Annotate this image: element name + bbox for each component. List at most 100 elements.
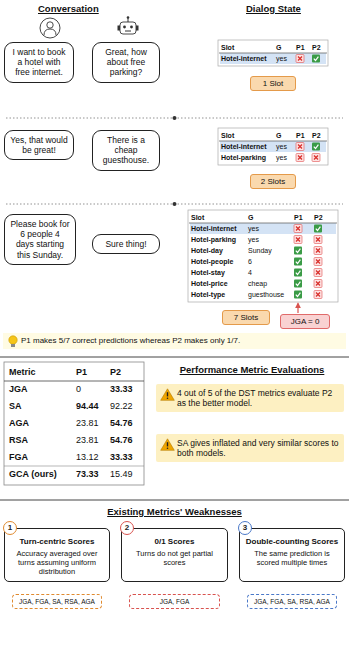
- node-text: 0/1 Scores: [126, 537, 223, 547]
- weakness-box: Turn-centric ScoresAccuracy averaged ove…: [4, 528, 110, 582]
- table-header: P2: [110, 367, 121, 377]
- wrong-mark: [314, 291, 322, 299]
- table-header: P2: [314, 214, 323, 222]
- table-cell: 94.44: [76, 401, 99, 411]
- table-header: P1: [76, 367, 87, 377]
- table-cell: yes: [276, 143, 287, 151]
- node-body: The same prediction is scored multiple t…: [244, 549, 340, 567]
- warning-mark: [167, 442, 168, 446]
- warning-icon: [160, 388, 175, 401]
- table-frame: [188, 210, 338, 302]
- table-frame: [4, 362, 144, 485]
- wrong-mark: [314, 247, 322, 255]
- bot-bubble: Sure thing!: [92, 234, 160, 254]
- row-rule: [4, 466, 144, 467]
- section-heading: Conversation: [38, 3, 99, 14]
- warning-box: SA gives inflated and very similar score…: [156, 434, 344, 462]
- wrong-mark: [312, 154, 320, 162]
- table-cell: Hotel-people: [191, 258, 233, 266]
- node-text: Sure thing!: [98, 239, 154, 249]
- section-heading: Performance Metric Evaluations: [160, 364, 344, 375]
- node-text: There is a cheap guesthouse.: [98, 135, 154, 166]
- insight-note: P1 makes 5/7 correct predictions whereas…: [3, 333, 346, 349]
- node-text: JGA, FGA, SA, RSA, AGA: [16, 598, 98, 606]
- robot-ear: [136, 26, 139, 31]
- correct-mark: [294, 258, 302, 266]
- section-heading: Dialog State: [246, 3, 301, 14]
- wrong-mark: [314, 269, 322, 277]
- table-cell: Hotel-stay: [191, 269, 225, 277]
- node-text: P1 makes 5/7 correct predictions whereas…: [21, 336, 342, 346]
- slot-count-badge: 2 Slots: [250, 174, 296, 189]
- table-frame: [218, 128, 328, 165]
- user-head: [47, 22, 53, 28]
- table-cell: FGA: [9, 452, 28, 462]
- lightbulb-icon: [7, 335, 19, 348]
- bulb-glass: [9, 336, 17, 344]
- row-highlight: [220, 53, 326, 64]
- table-cell: 6: [248, 258, 252, 266]
- wrong-mark: [314, 280, 322, 288]
- table-cell: 73.33: [76, 469, 99, 479]
- metric-list-box: JGA, FGA, SA, RSA, AGA: [247, 594, 337, 610]
- table-cell: 33.33: [110, 452, 133, 462]
- callout-number: 2: [120, 521, 134, 535]
- weakness-box: Double-counting ScoresThe same predictio…: [239, 528, 345, 582]
- correct-mark: [294, 291, 302, 299]
- user-bubble: Yes, that would be great!: [4, 130, 74, 160]
- warning-dot: [167, 398, 169, 400]
- table-cell: cheap: [248, 280, 267, 288]
- table-header: P1: [296, 44, 305, 52]
- table-cell: 54.76: [110, 418, 133, 428]
- icon-frame: [40, 18, 60, 38]
- wrong-mark: [294, 236, 302, 244]
- slot-count-badge: 1 Slot: [250, 76, 296, 91]
- node-text: 2 Slots: [253, 177, 293, 186]
- table-cell: yes: [248, 225, 259, 233]
- separator-dot: [173, 202, 177, 206]
- table-cell: Hotel-parking: [221, 154, 266, 162]
- header-rule: [4, 381, 144, 382]
- callout-number: 1: [3, 521, 17, 535]
- table-frame: [218, 40, 328, 66]
- node-text: Great, how about free parking?: [98, 47, 154, 78]
- table-cell: 13.12: [76, 452, 99, 462]
- table-header: P2: [312, 132, 321, 140]
- section-heading: Existing Metrics' Weaknesses: [0, 506, 349, 517]
- bulb-base: [11, 344, 15, 347]
- table-cell: SA: [9, 401, 22, 411]
- header-rule: [219, 53, 327, 54]
- table-cell: Hotel-internet: [221, 143, 267, 151]
- table-header: P1: [294, 214, 303, 222]
- table-header: G: [248, 214, 253, 222]
- node-text: JGA, FGA, SA, RSA, AGA: [251, 598, 333, 606]
- node-text: JGA = 0: [283, 317, 327, 326]
- correct-mark: [294, 247, 302, 255]
- node-text: I want to book a hotel with free interne…: [10, 47, 68, 78]
- user-bubble: Please book for 6 people 4 days starting…: [4, 214, 76, 265]
- warning-mark: [167, 392, 168, 396]
- table-header: Metric: [9, 367, 36, 377]
- table-header: Slot: [221, 44, 234, 52]
- wrong-mark: [296, 154, 304, 162]
- table-cell: Sunday: [248, 247, 272, 255]
- table-cell: GCA (ours): [9, 469, 57, 479]
- table-header: P1: [296, 132, 305, 140]
- wrong-mark: [314, 236, 322, 244]
- user-bubble: I want to book a hotel with free interne…: [4, 42, 74, 83]
- table-cell: 0: [76, 384, 81, 394]
- node-text: Please book for 6 people 4 days starting…: [10, 219, 70, 260]
- table-header: G: [276, 44, 281, 52]
- correct-mark: [312, 55, 320, 63]
- table-header: G: [276, 132, 281, 140]
- warning-triangle: [161, 439, 175, 451]
- table-cell: Hotel-parking: [191, 236, 236, 244]
- table-cell: Hotel-day: [191, 247, 223, 255]
- robot-eye: [123, 26, 126, 29]
- wrong-mark: [294, 225, 302, 233]
- table-cell: 92.22: [110, 401, 133, 411]
- warning-box: 4 out of 5 of the DST metrics evaluate P…: [156, 384, 344, 412]
- node-text: Yes, that would be great!: [10, 135, 68, 155]
- user-body: [44, 29, 56, 35]
- correct-mark: [294, 280, 302, 288]
